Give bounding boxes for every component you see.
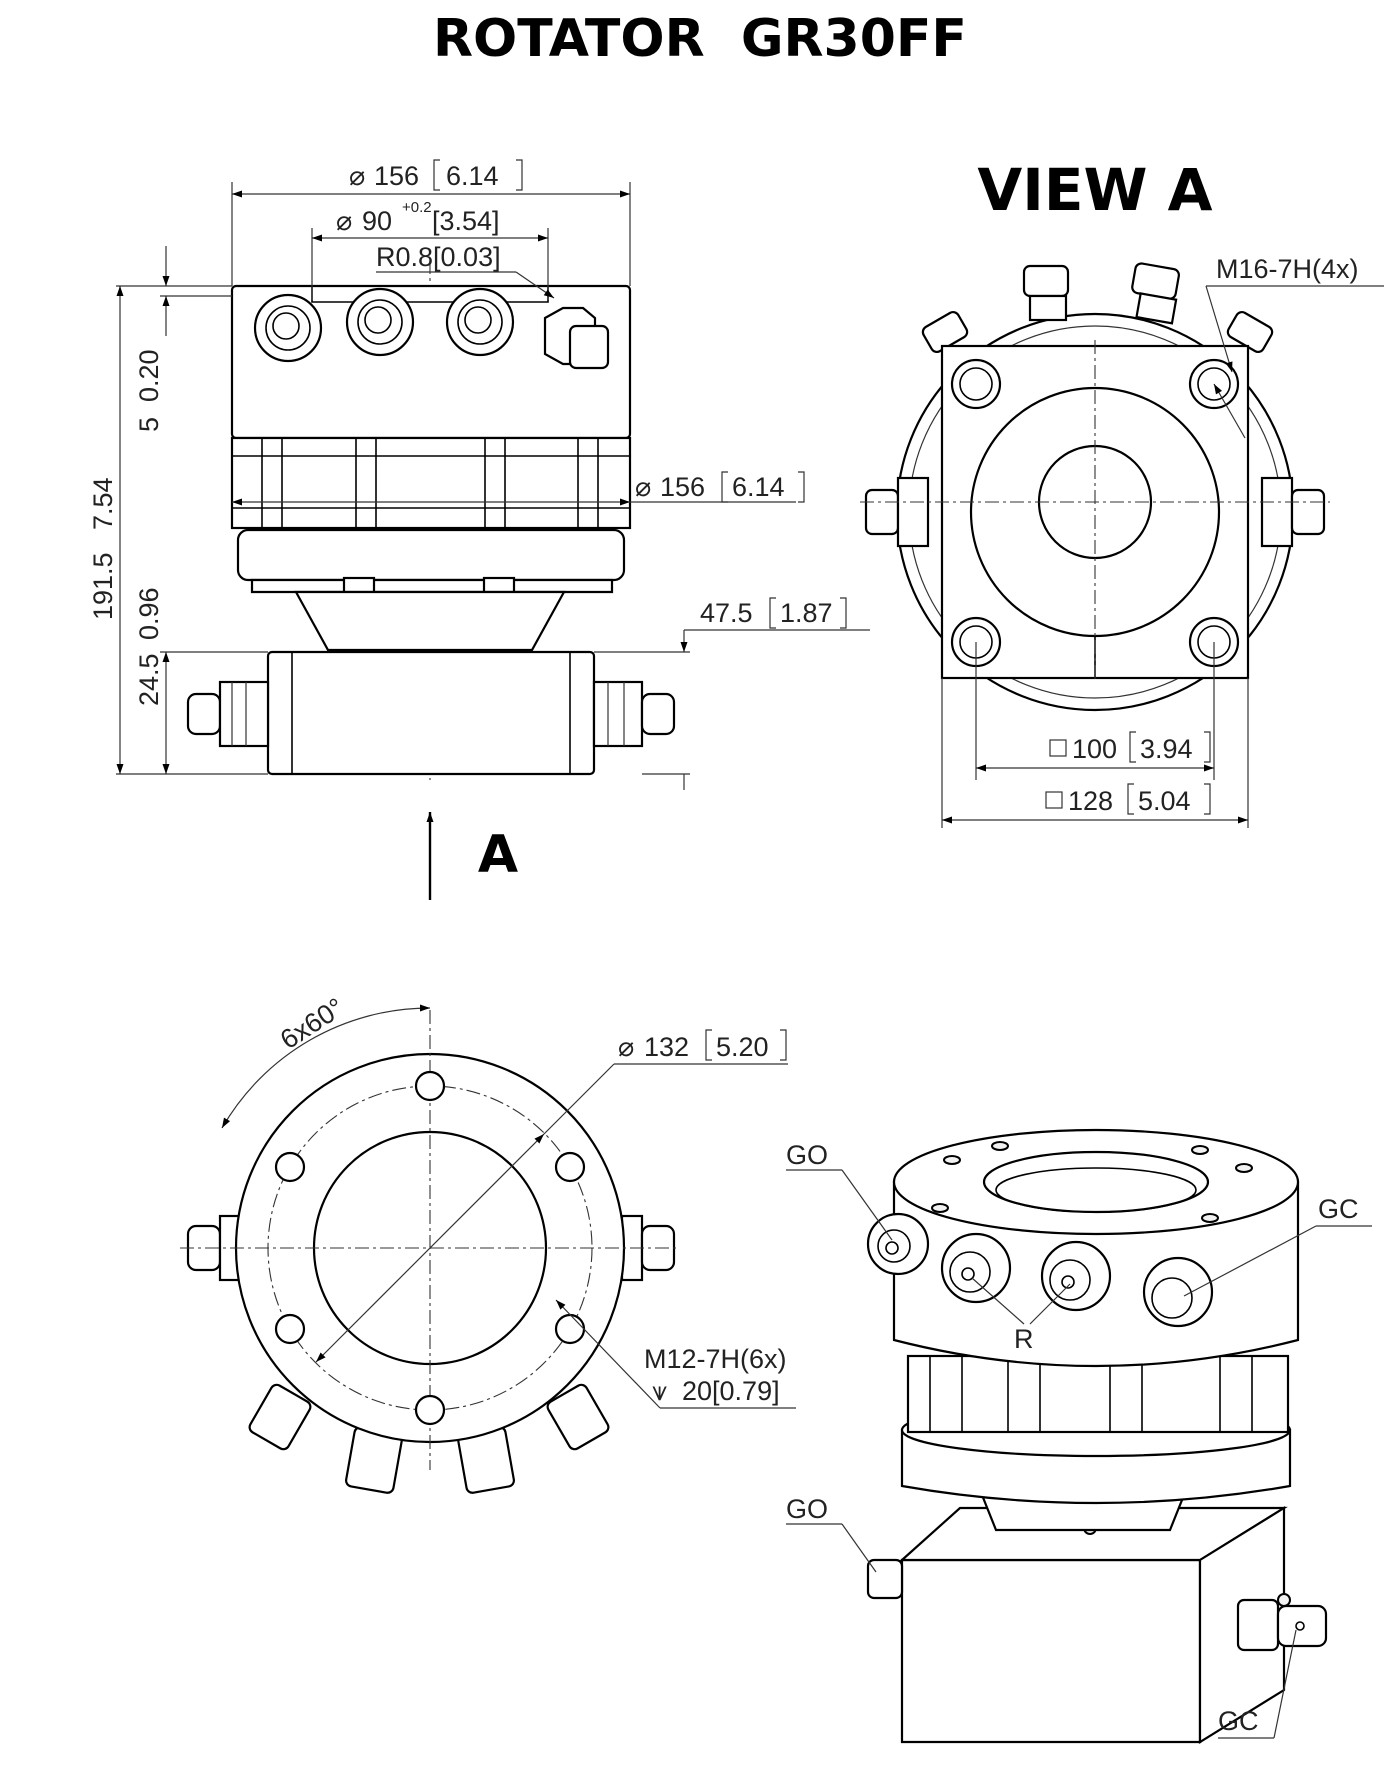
- dim-top-dia-in: 6.14: [446, 161, 499, 191]
- svg-text:⌀: ⌀: [618, 1032, 634, 1062]
- dim-pcd-in: 5.20: [716, 1032, 769, 1062]
- dim-bore-tol: +0.2: [402, 199, 432, 216]
- dim-47: 47.5: [700, 598, 753, 628]
- isometric-front-fittings: [866, 1212, 1214, 1328]
- dim-angle: 6x60°: [275, 992, 350, 1055]
- dim-height: 191.5: [88, 552, 118, 620]
- dim-24-in: 0.96: [134, 587, 164, 640]
- view-a: M16-7H(4x) 100 3.94 128 5.04: [860, 254, 1384, 828]
- label-go-top: GO: [786, 1140, 828, 1170]
- dim-sq-100: 100: [1072, 734, 1117, 764]
- svg-text:⌀: ⌀: [635, 472, 651, 502]
- isometric-view: GO GC R GO GC: [786, 1128, 1372, 1744]
- label-gc-bottom: GC: [1218, 1706, 1259, 1736]
- dim-sq-128: 128: [1068, 786, 1113, 816]
- drawing-title: ROTATOR GR30FF: [433, 9, 967, 69]
- dim-side-dia: 156: [660, 472, 705, 502]
- label-gc-top: GC: [1318, 1194, 1359, 1224]
- dim-thread-top: M16-7H(4x): [1216, 254, 1359, 284]
- dim-5-in: 0.20: [134, 349, 164, 402]
- dim-top-dia: 156: [374, 161, 419, 191]
- dim-thread-depth: 20[0.79]: [682, 1376, 780, 1406]
- bottom-view: 6x60° ⌀ 132 5.20 M12-7H(6x) ⩛ 20[0.79]: [180, 992, 796, 1494]
- label-r: R: [1014, 1324, 1034, 1354]
- bottom-view-fittings: [248, 1383, 610, 1494]
- dim-bore-in: [3.54]: [432, 206, 500, 236]
- dim-47-in: 1.87: [780, 598, 833, 628]
- side-view: ⌀ 156 6.14 ⌀ 90 +0.2 [3.54] R0.8[0.03] ⌀…: [88, 159, 870, 900]
- view-arrow-label: A: [478, 825, 518, 885]
- dim-24: 24.5: [134, 653, 164, 706]
- dim-radius: R0.8[0.03]: [376, 242, 501, 272]
- svg-text:⌀: ⌀: [336, 206, 352, 236]
- svg-text:⌀: ⌀: [349, 161, 365, 191]
- dim-bore-dia: 90: [362, 206, 392, 236]
- view-a-top-fittings: [921, 262, 1274, 354]
- dim-sq-128-in: 5.04: [1138, 786, 1191, 816]
- dim-pcd: 132: [644, 1032, 689, 1062]
- svg-text:⩛: ⩛: [652, 1376, 667, 1406]
- side-top-fittings: [253, 287, 610, 370]
- isometric-top-holes: [931, 1141, 1253, 1223]
- dim-side-dia-in: 6.14: [732, 472, 785, 502]
- label-go-bottom: GO: [786, 1494, 828, 1524]
- dim-thread-bottom: M12-7H(6x): [644, 1344, 787, 1374]
- dim-height-in: 7.54: [88, 477, 118, 530]
- dim-sq-100-in: 3.94: [1140, 734, 1193, 764]
- dim-5: 5: [134, 417, 164, 432]
- view-title: VIEW A: [977, 156, 1212, 224]
